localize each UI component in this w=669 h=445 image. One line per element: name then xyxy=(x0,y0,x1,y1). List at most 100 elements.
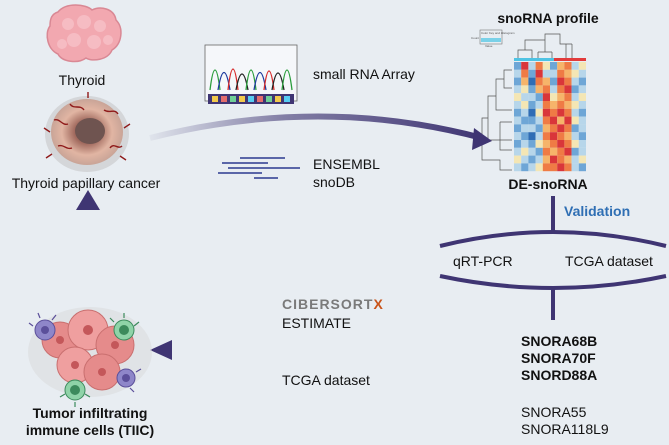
heatmap-cell xyxy=(550,163,558,172)
heatmap-cell xyxy=(535,62,543,70)
heatmap-cell xyxy=(514,155,522,164)
heatmap-cell xyxy=(550,155,558,164)
heatmap-cell xyxy=(571,62,579,70)
heatmap-cell xyxy=(557,163,565,172)
cibersortx-logo: CIBERSORTX xyxy=(282,296,384,312)
ptc-label: Thyroid papillary cancer xyxy=(11,175,161,191)
bottom-arrow-head xyxy=(150,340,172,360)
sno-regular-list: SNORA55 SNORA118L9 xyxy=(521,404,609,438)
heatmap-cell xyxy=(578,108,586,117)
de-snorna-label: DE-snoRNA xyxy=(508,176,588,192)
tcga-dataset-bottom-label: TCGA dataset xyxy=(282,372,370,388)
heatmap-cell xyxy=(557,69,565,78)
heatmap-cell xyxy=(514,77,522,86)
heatmap-cell xyxy=(550,69,558,78)
heatmap-cell xyxy=(578,77,586,86)
validation-bracket xyxy=(439,196,667,320)
heatmap-cell xyxy=(542,124,550,133)
heatmap-cell xyxy=(557,140,565,148)
heatmap-cell xyxy=(528,108,536,117)
heatmap-cell xyxy=(571,93,579,101)
heatmap-cell xyxy=(521,116,529,125)
heatmap-cell xyxy=(578,155,586,164)
heatmap-cell xyxy=(528,132,536,140)
heatmap-cell xyxy=(528,62,536,70)
heatmap-cell xyxy=(550,132,558,140)
heatmap-cell xyxy=(578,124,586,133)
heatmap-cell xyxy=(571,116,579,125)
heatmap-cell xyxy=(557,85,565,94)
heatmap-cell xyxy=(578,163,586,172)
heatmap-cell xyxy=(571,69,579,78)
heatmap-cell xyxy=(550,147,558,156)
heatmap-cell xyxy=(557,147,565,156)
heatmap-cell xyxy=(514,101,522,109)
heatmap-cell xyxy=(571,85,579,94)
heatmap-cell xyxy=(564,69,572,78)
heatmap-cell xyxy=(514,62,522,70)
sequence-lines-icon xyxy=(218,157,300,179)
heatmap-cell xyxy=(557,124,565,133)
heatmap-cell xyxy=(564,147,572,156)
heatmap-cell xyxy=(521,140,529,148)
heatmap-cell xyxy=(542,85,550,94)
heatmap-cell xyxy=(550,101,558,109)
heatmap-cell xyxy=(578,147,586,156)
heatmap-cell xyxy=(528,85,536,94)
heatmap-cell xyxy=(514,69,522,78)
heatmap-cell xyxy=(521,62,529,70)
tiic-label-line1: Tumor infiltrating xyxy=(32,405,148,421)
heatmap-cell xyxy=(571,132,579,140)
heatmap-grid xyxy=(514,62,586,172)
heatmap-cell xyxy=(528,93,536,101)
tiic-label-line2: immune cells (TIIC) xyxy=(25,422,155,438)
heatmap-cell xyxy=(571,124,579,133)
heatmap-cell xyxy=(550,116,558,125)
heatmap-cell xyxy=(521,147,529,156)
heatmap-cell xyxy=(514,163,522,172)
heatmap-cell xyxy=(578,93,586,101)
heatmap-cell xyxy=(550,108,558,117)
heatmap-cell xyxy=(564,132,572,140)
sno-bold-list: SNORA68B SNORA70F SNORD88A xyxy=(521,333,597,384)
heatmap-cell xyxy=(578,85,586,94)
heatmap-cell xyxy=(578,140,586,148)
heatmap-cell xyxy=(542,163,550,172)
heatmap-cell xyxy=(535,108,543,117)
heatmap-cell xyxy=(528,116,536,125)
heatmap-cell xyxy=(542,132,550,140)
chromatogram-icon xyxy=(204,44,298,104)
heatmap-cell xyxy=(521,124,529,133)
top-flow-arrow xyxy=(149,113,483,141)
heatmap-cell xyxy=(571,108,579,117)
heatmap-cell xyxy=(571,140,579,148)
heatmap-cell xyxy=(564,116,572,125)
heatmap-cell xyxy=(557,132,565,140)
heatmap-cell xyxy=(521,108,529,117)
heatmap-cell xyxy=(535,163,543,172)
sno-bold-item: SNORD88A xyxy=(521,367,598,383)
heatmap-cell xyxy=(550,124,558,133)
heatmap-cell xyxy=(557,101,565,109)
heatmap-cell xyxy=(564,93,572,101)
heatmap-cell xyxy=(564,163,572,172)
heatmap-cell xyxy=(535,101,543,109)
heatmap-cell xyxy=(564,155,572,164)
heatmap-cell xyxy=(578,62,586,70)
heatmap-cell xyxy=(578,132,586,140)
heatmap-cell xyxy=(564,62,572,70)
heatmap-cell xyxy=(528,147,536,156)
heatmap-cell xyxy=(514,108,522,117)
heatmap-cell xyxy=(528,163,536,172)
heatmap-cell xyxy=(557,93,565,101)
heatmap-cell xyxy=(535,140,543,148)
heatmap-cell xyxy=(521,163,529,172)
snodb-label: snoDB xyxy=(313,174,356,190)
heatmap-cell xyxy=(528,124,536,133)
heatmap-cell xyxy=(528,101,536,109)
heatmap-cell xyxy=(542,140,550,148)
heatmap-cell xyxy=(564,108,572,117)
tcga-dataset-right-label: TCGA dataset xyxy=(565,253,653,269)
heatmap-cell xyxy=(542,108,550,117)
